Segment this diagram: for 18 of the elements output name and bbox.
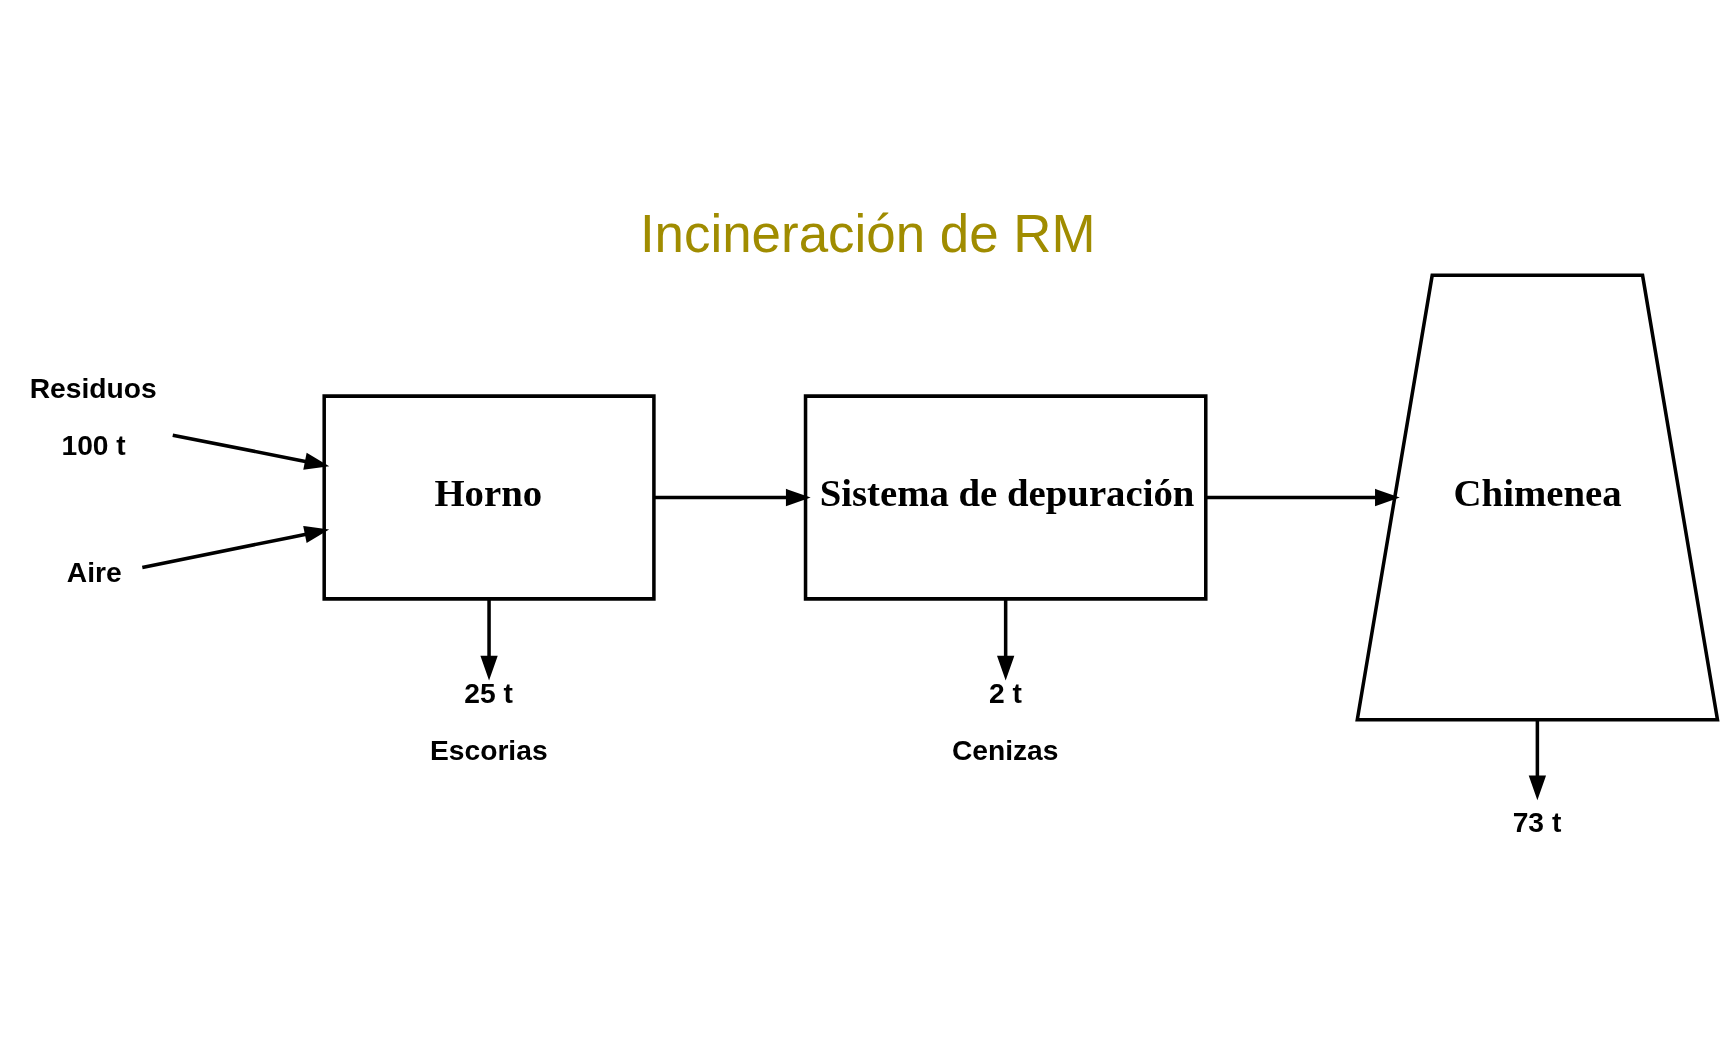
- node-text: Aire: [66, 555, 122, 588]
- arrow: [480, 599, 498, 681]
- node-text: 73 t: [1512, 806, 1562, 839]
- node-text: 100 t: [61, 428, 126, 461]
- arrow: [997, 599, 1015, 681]
- arrow: [1528, 720, 1547, 801]
- node-text: 2 t: [988, 677, 1022, 710]
- arrow: [654, 488, 811, 507]
- node-label: Escorias: [429, 733, 548, 766]
- node-label: Cenizas: [951, 733, 1059, 766]
- node-box: Sistema de depuración: [803, 394, 1208, 601]
- diagram-title: Incineración de RM: [639, 204, 1096, 264]
- arrow: [1206, 488, 1400, 507]
- node-box: Horno: [322, 394, 656, 601]
- arrow: [141, 526, 330, 570]
- node-text: 25 t: [464, 677, 513, 710]
- node-label: Residuos: [29, 372, 157, 405]
- arrow: [172, 433, 330, 470]
